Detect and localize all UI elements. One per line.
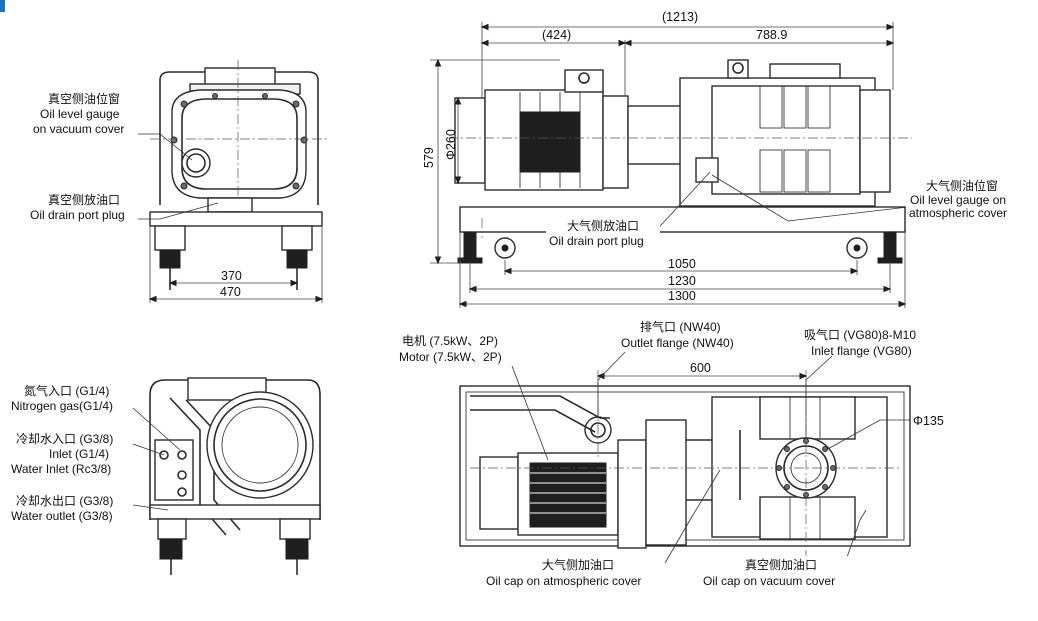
label-atm-level-en2: atmospheric cover: [909, 206, 1007, 220]
label-oil-level-en2: on vacuum cover: [33, 122, 124, 136]
label-motor-cn: 电机 (7.5kW、2P): [402, 334, 498, 348]
label-motor-en: Motor (7.5kW、2P): [399, 350, 502, 364]
dim-phi260: Φ260: [444, 129, 458, 160]
plan-view: [459, 351, 911, 564]
dim-phi135: Φ135: [913, 414, 944, 428]
label-oil-cap-atm-en: Oil cap on atmospheric cover: [486, 574, 641, 588]
label-oil-cap-vac-en: Oil cap on vacuum cover: [703, 574, 835, 588]
front-view: [430, 22, 912, 308]
dim-424: (424): [542, 28, 571, 42]
label-oil-cap-atm-cn: 大气侧加油口: [542, 557, 614, 572]
corner-mark: [0, 0, 5, 12]
label-atm-level-cn: 大气侧油位窗: [926, 178, 998, 193]
label-oil-cap-vac-cn: 真空侧加油口: [745, 558, 817, 572]
label-atm-drain-cn: 大气侧放油口: [567, 218, 639, 233]
label-atm-drain-en: Oil drain port plug: [549, 234, 644, 248]
label-outlet-en: Outlet flange (NW40): [621, 336, 734, 350]
label-oil-level-cn: 真空侧油位窗: [48, 91, 120, 106]
label-water-out-en: Water outlet (G3/8): [11, 509, 113, 523]
label-oil-drain-en: Oil drain port plug: [30, 208, 125, 222]
side-view-top: 370 470: [138, 60, 330, 303]
label-n2-cn: 氮气入口 (G1/4): [24, 383, 109, 398]
dim-1050: 1050: [668, 257, 696, 271]
label-water-in-cn: 冷却水入口 (G3/8): [16, 432, 113, 446]
side-view-bottom: [132, 377, 321, 575]
dim-788: 788.9: [756, 28, 787, 42]
label-atm-level-en1: Oil level gauge on: [910, 193, 1006, 207]
label-outlet-cn: 排气口 (NW40): [640, 319, 721, 334]
dim-470: 470: [220, 285, 241, 299]
dim-370: 370: [221, 269, 242, 283]
label-inlet-cn: 吸气口 (VG80)8-M10: [804, 327, 916, 342]
label-oil-drain-cn: 真空侧放油口: [48, 192, 120, 207]
label-n2-en: Nitrogen gas(G1/4): [11, 399, 113, 413]
dim-1230: 1230: [668, 274, 696, 288]
label-oil-level-en1: Oil level gauge: [40, 107, 120, 121]
dim-1213: (1213): [662, 10, 698, 24]
dim-600: 600: [690, 361, 711, 375]
label-inlet-en: Inlet flange (VG80): [811, 344, 912, 358]
label-water-out-cn: 冷却水出口 (G3/8): [16, 494, 113, 508]
dim-1300: 1300: [668, 289, 696, 303]
dim-579: 579: [422, 147, 436, 168]
label-water-in-en2: Water Inlet (Rc3/8): [11, 462, 111, 476]
label-water-in-en1: Inlet (G1/4): [49, 447, 109, 461]
